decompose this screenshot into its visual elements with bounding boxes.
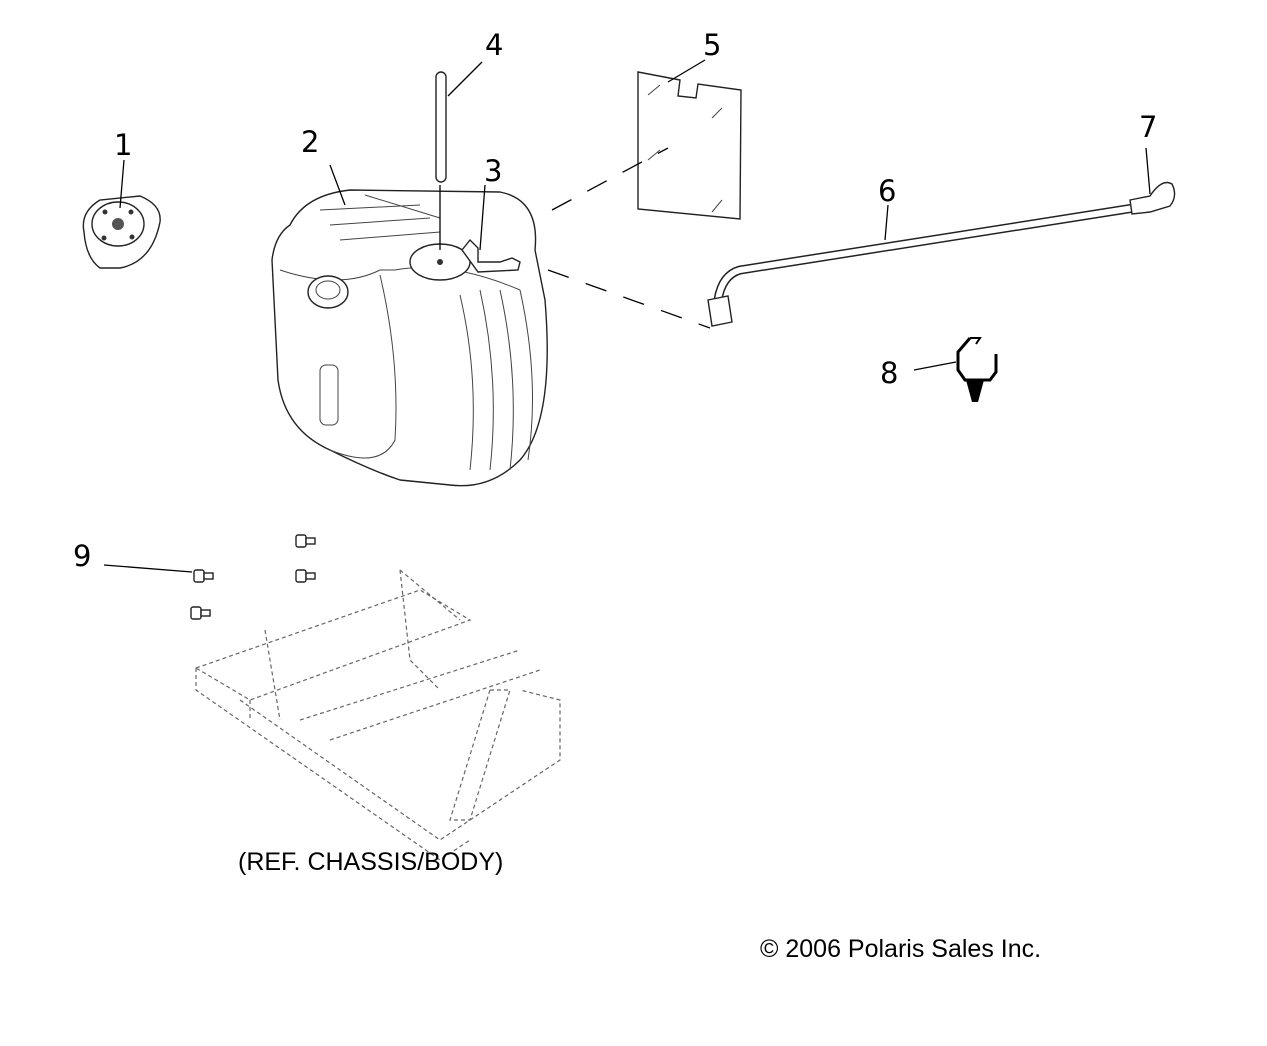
fuel-tank-part[interactable] <box>271 189 548 487</box>
callout-6: 6 <box>878 174 896 208</box>
callout-1: 1 <box>114 128 132 162</box>
callout-5: 5 <box>703 28 721 62</box>
callout-7: 7 <box>1139 110 1157 144</box>
hose-clamp-part[interactable] <box>956 337 998 402</box>
callout-3: 3 <box>484 154 502 188</box>
callout-2: 2 <box>301 125 319 159</box>
fuel-fitting-part[interactable] <box>461 238 521 273</box>
reference-label: (REF. CHASSIS/BODY) <box>238 848 503 876</box>
vent-hose-part[interactable] <box>435 71 447 183</box>
bolts-part[interactable] <box>190 534 316 620</box>
copyright-text: © 2006 Polaris Sales Inc. <box>760 935 1041 963</box>
fuel-line-part[interactable] <box>707 202 1141 327</box>
fuel-cap-part[interactable] <box>82 195 161 269</box>
chassis-reference <box>194 569 561 861</box>
callout-9: 9 <box>73 539 91 573</box>
connector-part[interactable] <box>1129 181 1176 215</box>
callout-8: 8 <box>880 356 898 390</box>
decal-part[interactable] <box>637 71 742 220</box>
callout-4: 4 <box>485 28 503 62</box>
